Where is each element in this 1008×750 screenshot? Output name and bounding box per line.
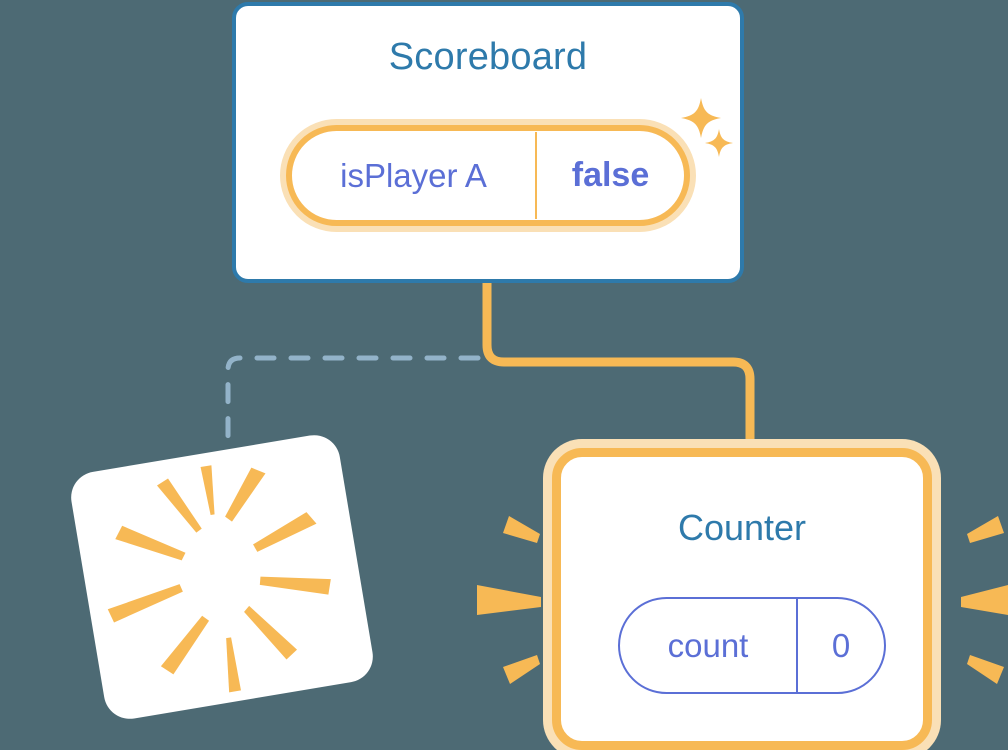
connector-solid-scoreboard-to-counter bbox=[482, 281, 755, 452]
burst-ray bbox=[157, 478, 202, 533]
burst-ray bbox=[115, 525, 186, 561]
blank-card-burst-icon bbox=[107, 465, 331, 693]
burst-ray bbox=[244, 605, 298, 660]
scoreboard-title: Scoreboard bbox=[388, 36, 588, 78]
scoreboard-card[interactable]: Scoreboard isPlayer A false bbox=[232, 2, 744, 283]
counter-pill-divider bbox=[796, 599, 798, 692]
blank-card[interactable] bbox=[67, 431, 377, 723]
sparkle-small-icon bbox=[705, 129, 733, 157]
burst-ray bbox=[225, 467, 266, 522]
scoreboard-pill-glow bbox=[280, 119, 696, 232]
scoreboard-pill-body[interactable]: isPlayer A false bbox=[286, 125, 690, 226]
counter-burst-ray-right-top bbox=[967, 516, 1004, 543]
counter-burst-ray-left-middle bbox=[477, 585, 541, 615]
burst-ray bbox=[259, 576, 331, 595]
counter-state-key: count bbox=[667, 626, 749, 664]
burst-ray bbox=[226, 637, 241, 693]
counter-card[interactable]: Counter count 0 bbox=[552, 448, 932, 750]
counter-burst-ray-left-bottom bbox=[503, 655, 540, 684]
burst-ray bbox=[200, 465, 215, 516]
counter-burst-ray-left-top bbox=[503, 516, 540, 543]
counter-title: Counter bbox=[677, 507, 807, 548]
burst-ray bbox=[253, 512, 317, 552]
scoreboard-state-key: isPlayer A bbox=[340, 156, 487, 194]
counter-burst-ray-right-middle bbox=[961, 585, 1008, 615]
counter-burst-ray-right-bottom bbox=[967, 655, 1004, 684]
sparkle-large-icon bbox=[681, 98, 721, 138]
scoreboard-pill-divider bbox=[535, 132, 537, 219]
burst-ray bbox=[160, 615, 210, 675]
counter-state-pill[interactable]: count 0 bbox=[618, 597, 886, 694]
counter-state-value: 0 bbox=[831, 626, 851, 664]
scoreboard-state-pill[interactable]: isPlayer A false bbox=[280, 119, 696, 232]
burst-ray bbox=[107, 584, 183, 623]
scoreboard-state-value: false bbox=[571, 156, 650, 194]
